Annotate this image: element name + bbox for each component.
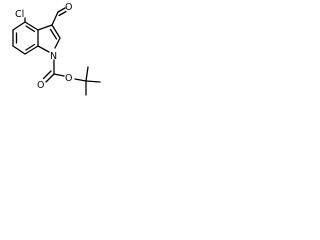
bond-carbonyl-o xyxy=(45,73,55,83)
bond-c3-cho xyxy=(51,11,59,26)
bond-c7-c7a xyxy=(24,45,39,55)
bond-c3-c2 xyxy=(51,24,61,39)
bond-c3a-c3 xyxy=(37,24,53,31)
bond-cho-o xyxy=(57,7,66,13)
bond-ester-o-tbu xyxy=(74,78,87,82)
double-bond-c3a-c4 xyxy=(25,25,36,33)
bond-carbonyl-ester-o xyxy=(53,73,65,77)
structure-canvas: Cl O N O O xyxy=(0,0,114,110)
bond-tbu-methyl-right xyxy=(85,80,101,83)
double-bond-c7-c7a xyxy=(25,43,36,51)
atom-label-nitrogen: N xyxy=(50,51,57,62)
atom-label-carbonyl-oxygen: O xyxy=(37,80,44,91)
bond-c6-c7 xyxy=(12,45,26,55)
bond-c3a-c4 xyxy=(24,21,39,31)
bond-tbu-methyl-up xyxy=(85,66,89,82)
bond-c4-c5 xyxy=(12,21,26,31)
indole-structure-diagram: Cl O N O O xyxy=(12,2,101,96)
double-bond-carbonyl-o xyxy=(42,70,52,80)
double-bond-cho-o xyxy=(58,10,67,17)
bond-n1-c7a xyxy=(37,45,50,53)
atom-label-chlorine: Cl xyxy=(15,9,24,20)
double-bond-c3-c2 xyxy=(49,28,58,40)
bond-c2-n1 xyxy=(54,37,61,49)
atom-label-aldehyde-oxygen: O xyxy=(65,2,72,13)
atom-label-ester-oxygen: O xyxy=(65,73,72,84)
